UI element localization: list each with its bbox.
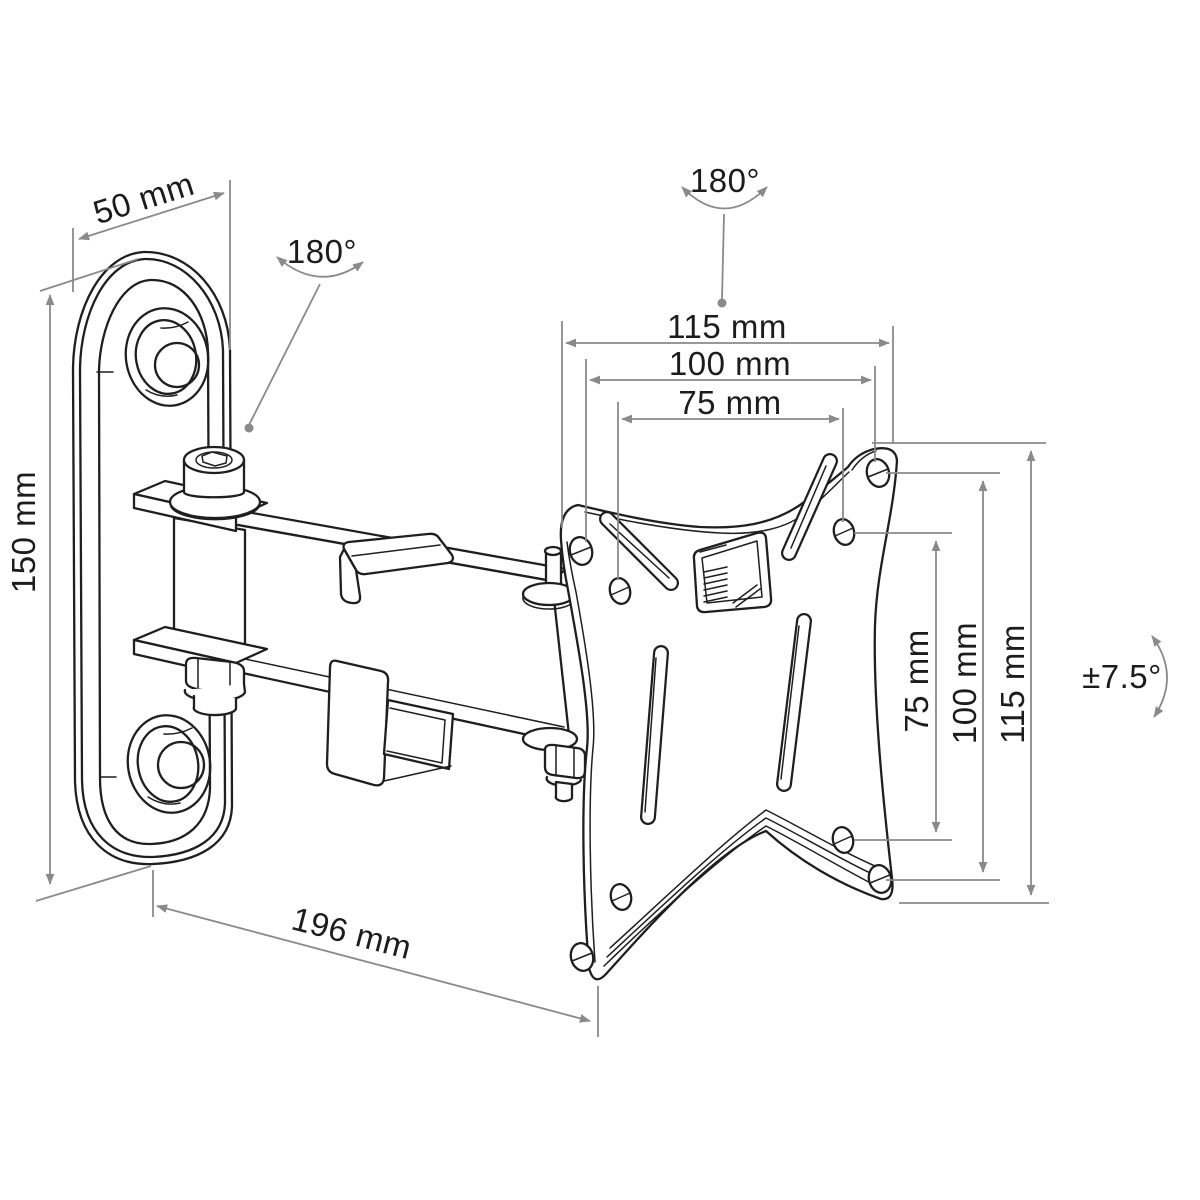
cable-clip-top: [338, 532, 455, 605]
dim-swivel-vesa: 180°: [681, 162, 768, 308]
label-vesa-side-100: 100 mm: [946, 622, 983, 744]
wall-screw-hole-bottom: [126, 714, 212, 814]
wall-hinge: [132, 445, 269, 717]
spring-latch: [692, 531, 773, 614]
label-wall-plate-width: 50 mm: [89, 165, 199, 231]
hinge-nut-bottom: [183, 656, 247, 717]
hang-slot-upper-right: [781, 453, 838, 561]
dim-swivel-wall: 180°: [244, 233, 364, 433]
slot-lower-right: [776, 613, 812, 792]
dim-vesa-heights: 75 mm 100 mm 115 mm: [854, 442, 1049, 904]
label-vesa-top-75: 75 mm: [678, 384, 781, 421]
label-swivel-vesa: 180°: [690, 162, 760, 199]
dim-arm-length: 196 mm: [152, 870, 599, 1037]
cable-holder-bottom: [325, 659, 455, 787]
label-vesa-top-100: 100 mm: [669, 345, 791, 382]
label-vesa-side-115: 115 mm: [994, 624, 1031, 744]
dim-wall-plate-height: 150 mm: [5, 258, 152, 902]
wall-plate: [71, 250, 234, 866]
label-tilt: ±7.5°: [1082, 658, 1162, 695]
dim-tilt: ±7.5°: [1082, 635, 1168, 718]
dim-vesa-widths: 115 mm 100 mm 75 mm: [561, 308, 894, 580]
label-vesa-top-115: 115 mm: [667, 308, 787, 345]
hinge-bolt-top: [182, 445, 246, 499]
label-vesa-side-75: 75 mm: [898, 629, 935, 732]
label-swivel-wall: 180°: [287, 233, 357, 270]
wall-screw-hole-top: [124, 307, 210, 407]
vesa-plate: [559, 447, 899, 981]
label-arm-length: 196 mm: [288, 900, 416, 966]
label-wall-plate-height: 150 mm: [5, 471, 42, 593]
slot-lower-left: [640, 645, 669, 825]
